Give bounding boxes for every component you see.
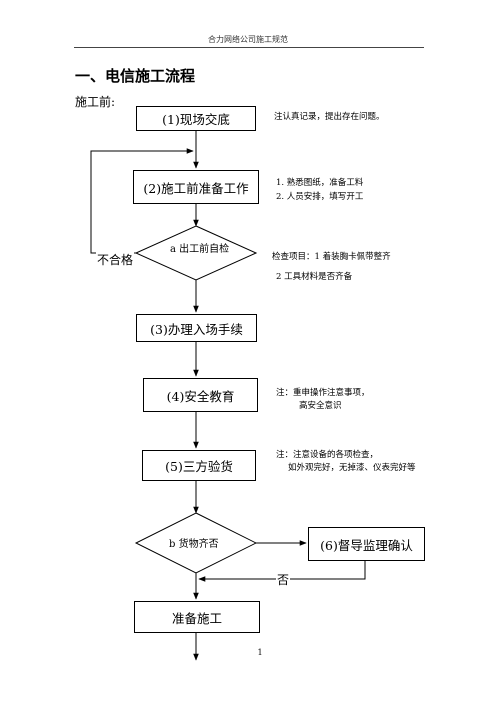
- step3-box: (3)办理入场手续: [136, 314, 257, 342]
- note-step1: 注认真记录，提出存在问题。: [274, 112, 385, 122]
- arrow-6-return: [198, 561, 366, 582]
- decision-a-diamond: [134, 225, 258, 281]
- step4-box: (4)安全教育: [143, 378, 258, 412]
- step6-box: (6)督导监理确认: [308, 527, 425, 561]
- section-subtitle: 施工前:: [75, 95, 116, 109]
- note-step2-line2: 2. 人员安排，填写开工: [276, 192, 364, 202]
- step5-box: (5)三方验货: [142, 450, 256, 481]
- note-step4-line1: 注：重申操作注意事项，: [276, 388, 370, 398]
- note-step4-line2: 高安全意识: [299, 401, 342, 411]
- note-step5-line1: 注：注意设备的各项检查，: [276, 450, 379, 460]
- header-rule: [74, 47, 424, 48]
- page-number: 1: [257, 648, 263, 657]
- note-decision-a-line1: 检查项目：1 着装胸卡佩带整齐: [272, 252, 391, 262]
- step2-box: (2)施工前准备工作: [133, 170, 259, 204]
- note-step5-line2: 如外观完好，无掉漆、仪表完好等: [288, 463, 416, 473]
- section-title: 一、电信施工流程: [75, 67, 196, 85]
- decision-b-diamond: [134, 512, 258, 574]
- decision-b-label: b 货物齐否: [169, 539, 219, 550]
- note-decision-a-line2: 2 工具材料是否齐备: [276, 272, 353, 282]
- note-step2-line1: 1. 熟悉图纸，准备工料: [276, 178, 364, 188]
- step1-box: (1)现场交底: [136, 106, 256, 131]
- final-box: 准备施工: [134, 601, 260, 633]
- decision-a-label: a 出工前自检: [170, 244, 230, 255]
- fail-branch-label: 不合格: [96, 251, 135, 268]
- no-branch-label: 否: [276, 571, 291, 588]
- page-header: 合力网络公司施工规范: [208, 35, 288, 44]
